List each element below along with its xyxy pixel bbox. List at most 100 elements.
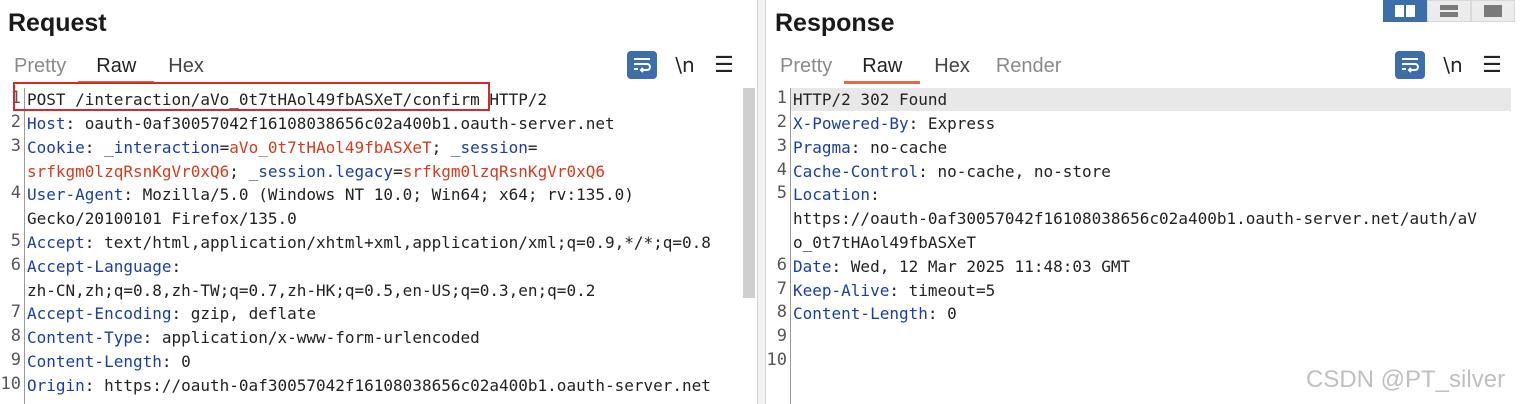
line-number: 4 <box>776 160 787 180</box>
header-name: Host <box>27 114 66 133</box>
response-code[interactable]: HTTP/2 302 Found X-Powered-By: Express P… <box>793 88 1519 404</box>
separator: = <box>393 162 403 181</box>
header-name: User-Agent <box>27 185 124 204</box>
line-number: 8 <box>10 326 21 346</box>
header-name: X-Powered-By <box>793 114 909 133</box>
tab-raw[interactable]: Raw <box>78 50 155 84</box>
header-value: : gzip, deflate <box>171 304 317 323</box>
tab-pretty[interactable]: Pretty <box>780 55 833 77</box>
line-number: 6 <box>776 255 787 275</box>
tab-raw[interactable]: Raw <box>844 50 921 84</box>
layout-single-pane-button[interactable] <box>1471 0 1515 22</box>
response-editor[interactable]: 1 2 3 4 5 6 7 8 9 10 HTTP/2 302 Found X-… <box>766 88 1535 404</box>
header-value: zh-CN,zh;q=0.8,zh-TW;q=0.7,zh-HK;q=0.5,e… <box>27 281 596 300</box>
line-number: 5 <box>776 183 787 203</box>
header-value: : text/html,application/xhtml+xml,applic… <box>84 233 711 252</box>
request-editor[interactable]: 1 2 3 4 5 6 7 8 9 10 POST /interaction/a… <box>0 82 757 404</box>
layout-toggle-group <box>1383 0 1515 22</box>
line-number: 10 <box>0 374 21 394</box>
cookie-name: _interaction <box>104 138 220 157</box>
response-line: o_0t7tHAol49fbASXeT <box>793 231 976 255</box>
menu-button[interactable]: ☰ <box>714 52 734 77</box>
separator: ; <box>229 162 249 181</box>
cookie-value: aVo_0t7tHAol49fbASXeT <box>229 138 432 157</box>
cookie-name: _session.legacy <box>248 162 394 181</box>
response-line: Location: <box>793 183 880 207</box>
tab-pretty[interactable]: Pretty <box>14 55 67 77</box>
tab-hex[interactable]: Hex <box>934 55 970 77</box>
line-number: 3 <box>10 136 21 156</box>
cookie-name: _session <box>450 138 528 157</box>
response-line: Cache-Control: no-cache, no-store <box>793 160 1111 184</box>
wrap-lines-icon <box>634 58 651 73</box>
line-number: 10 <box>766 350 787 370</box>
highlight-box <box>13 82 490 111</box>
header-value: https://oauth-0af30057042f16108038656c02… <box>793 209 1477 228</box>
header-name: Pragma <box>793 138 851 157</box>
menu-button[interactable]: ☰ <box>1482 52 1502 77</box>
header-value: : no-cache <box>850 138 948 157</box>
header-value: : no-cache, no-store <box>918 162 1111 181</box>
response-tabs: Pretty Raw Hex Render <box>766 50 1073 84</box>
header-name: Content-Type <box>27 328 143 347</box>
line-number: 2 <box>776 112 787 132</box>
response-line: X-Powered-By: Express <box>793 112 995 136</box>
header-name: Origin <box>27 376 85 395</box>
header-value: : <box>870 185 880 204</box>
split-vertical-icon <box>1440 5 1458 17</box>
pane-divider[interactable] <box>757 0 766 404</box>
request-line: POST /interaction/aVo_0t7tHAol49fbASXeT/… <box>27 88 547 112</box>
header-value: : oauth-0af30057042f16108038656c02a400b1… <box>65 114 615 133</box>
layout-split-vertical-button[interactable] <box>1427 0 1471 22</box>
header-name: Cookie <box>27 138 85 157</box>
line-number: 9 <box>776 326 787 346</box>
response-line: Keep-Alive: timeout=5 <box>793 279 995 303</box>
header-name: Accept-Encoding <box>27 304 172 323</box>
line-number: 6 <box>10 255 21 275</box>
header-name: Content-Length <box>27 352 162 371</box>
header-value: : <box>171 257 182 276</box>
request-line: Gecko/20100101 Firefox/135.0 <box>27 207 297 231</box>
tab-hex[interactable]: Hex <box>168 55 204 77</box>
header-value: : 0 <box>927 304 957 323</box>
wrap-lines-button[interactable] <box>627 51 657 79</box>
wrap-lines-button[interactable] <box>1395 51 1425 79</box>
single-pane-icon <box>1484 5 1502 17</box>
wrap-lines-icon <box>1402 58 1419 73</box>
header-value: : https://oauth-0af30057042f16108038656c… <box>84 376 711 395</box>
request-line: Origin: https://oauth-0af30057042f161080… <box>27 374 711 398</box>
header-name: Accept-Language <box>27 257 172 276</box>
request-code[interactable]: POST /interaction/aVo_0t7tHAol49fbASXeT/… <box>13 82 741 404</box>
line-number: 4 <box>10 183 21 203</box>
show-newlines-button[interactable]: \n <box>675 53 695 77</box>
request-line: User-Agent: Mozilla/5.0 (Windows NT 10.0… <box>27 183 634 207</box>
tab-render[interactable]: Render <box>995 55 1062 77</box>
line-number: 9 <box>10 350 21 370</box>
header-value: Gecko/20100101 Firefox/135.0 <box>27 209 297 228</box>
show-newlines-button[interactable]: \n <box>1443 53 1463 77</box>
header-value: : Wed, 12 Mar 2025 11:48:03 GMT <box>831 257 1131 276</box>
request-title: Request <box>8 9 107 37</box>
split-horizontal-icon <box>1395 5 1415 17</box>
response-toolbar: \n ☰ <box>1395 51 1503 79</box>
layout-split-horizontal-button[interactable] <box>1383 0 1427 22</box>
request-tabs: Pretty Raw Hex <box>0 50 216 84</box>
header-value: : application/x-www-form-urlencoded <box>142 328 480 347</box>
line-number: 3 <box>776 136 787 156</box>
line-number-gutter: 1 2 3 4 5 6 7 8 9 10 <box>766 88 791 404</box>
request-line: Accept-Encoding: gzip, deflate <box>27 302 316 326</box>
header-value: : timeout=5 <box>889 281 996 300</box>
request-line: Cookie: _interaction=aVo_0t7tHAol49fbASX… <box>27 136 538 160</box>
line-number-gutter: 1 2 3 4 5 6 7 8 9 10 <box>0 88 25 404</box>
header-value: o_0t7tHAol49fbASXeT <box>793 233 977 252</box>
current-line-highlight <box>791 88 1511 111</box>
response-line: Pragma: no-cache <box>793 136 947 160</box>
header-name: Location <box>793 185 871 204</box>
line-number: 1 <box>776 88 787 108</box>
vertical-scrollbar[interactable] <box>743 88 755 298</box>
line-number: 8 <box>776 302 787 322</box>
request-toolbar: \n ☰ <box>627 51 735 79</box>
response-line: https://oauth-0af30057042f16108038656c02… <box>793 207 1477 231</box>
status-line: HTTP/2 302 Found <box>793 90 948 109</box>
request-pane: Request Pretty Raw Hex \n ☰ 1 2 3 4 5 6 … <box>0 0 757 404</box>
